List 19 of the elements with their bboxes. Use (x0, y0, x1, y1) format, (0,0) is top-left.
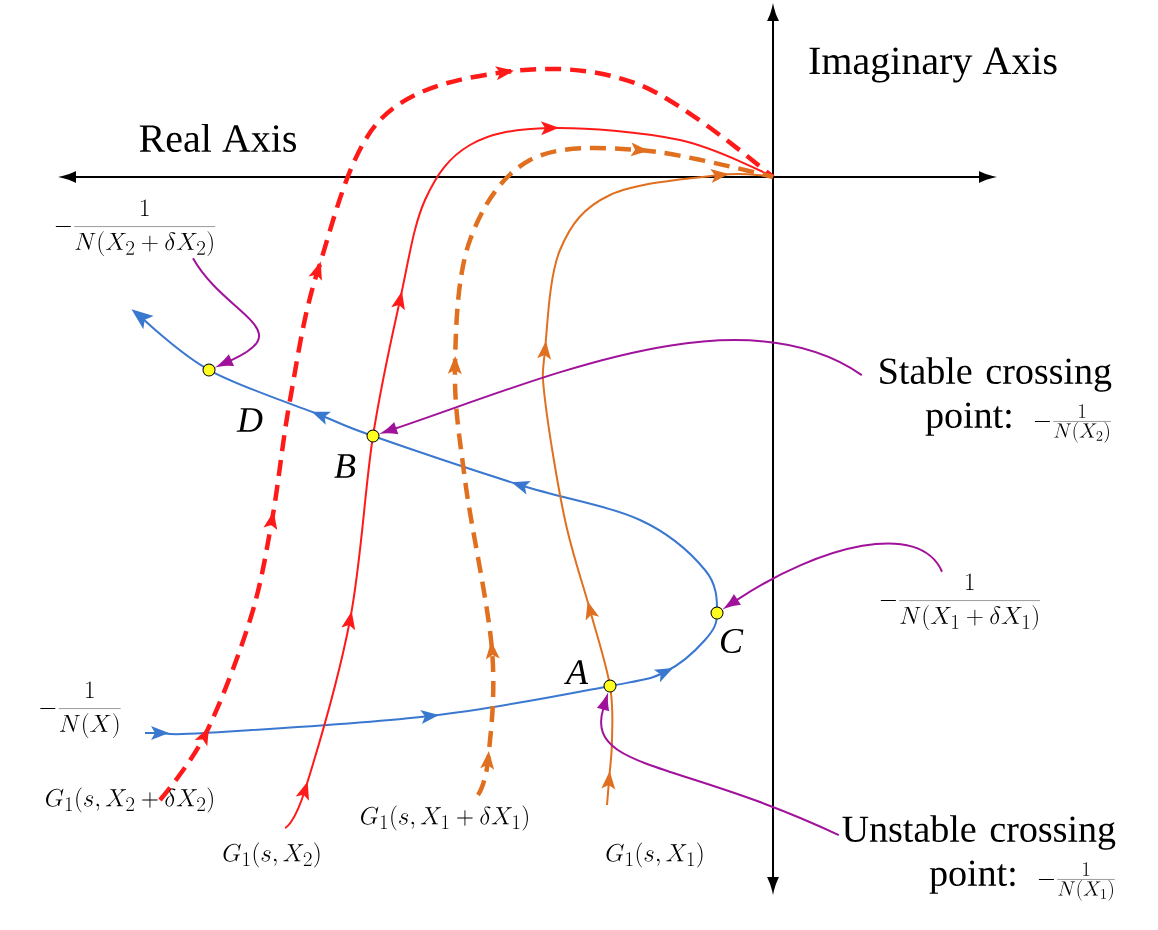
axis-label: Real Axis (139, 123, 296, 153)
curve-label: $G_1(s,X_2+\delta X_2)$ (46, 787, 213, 813)
curve-label: $G_1(s,X_2)$ (223, 842, 320, 868)
leader-line (725, 542, 943, 609)
callout-text: Unstable crossing point: $-\frac{1}{N(X_1)}$ (842, 815, 1116, 901)
leader-line (597, 695, 840, 837)
curve-label: $G_1(s,X_1)$ (606, 842, 703, 868)
formula-label: $-\frac{1}{N(X)}$ (40, 681, 121, 739)
formula-label: $-\frac{1}{N(X_1+\delta X_1)}$ (880, 573, 1041, 631)
callout-text: Stable crossing point: $-\frac{1}{N(X_2)}$ (880, 357, 1112, 443)
formula-label: $-\frac{1}{N(X_2+\delta X_2)}$ (55, 199, 216, 257)
point-label: C (721, 628, 744, 654)
curve-label: $G_1(s,X_1+\delta X_1)$ (361, 805, 528, 831)
leader-line (192, 257, 260, 367)
point-label: A (564, 660, 589, 684)
point-label: B (334, 454, 356, 478)
point-label: D (236, 408, 263, 432)
leader-line (382, 339, 863, 435)
axis-label: Imaginary Axis (809, 47, 1057, 83)
